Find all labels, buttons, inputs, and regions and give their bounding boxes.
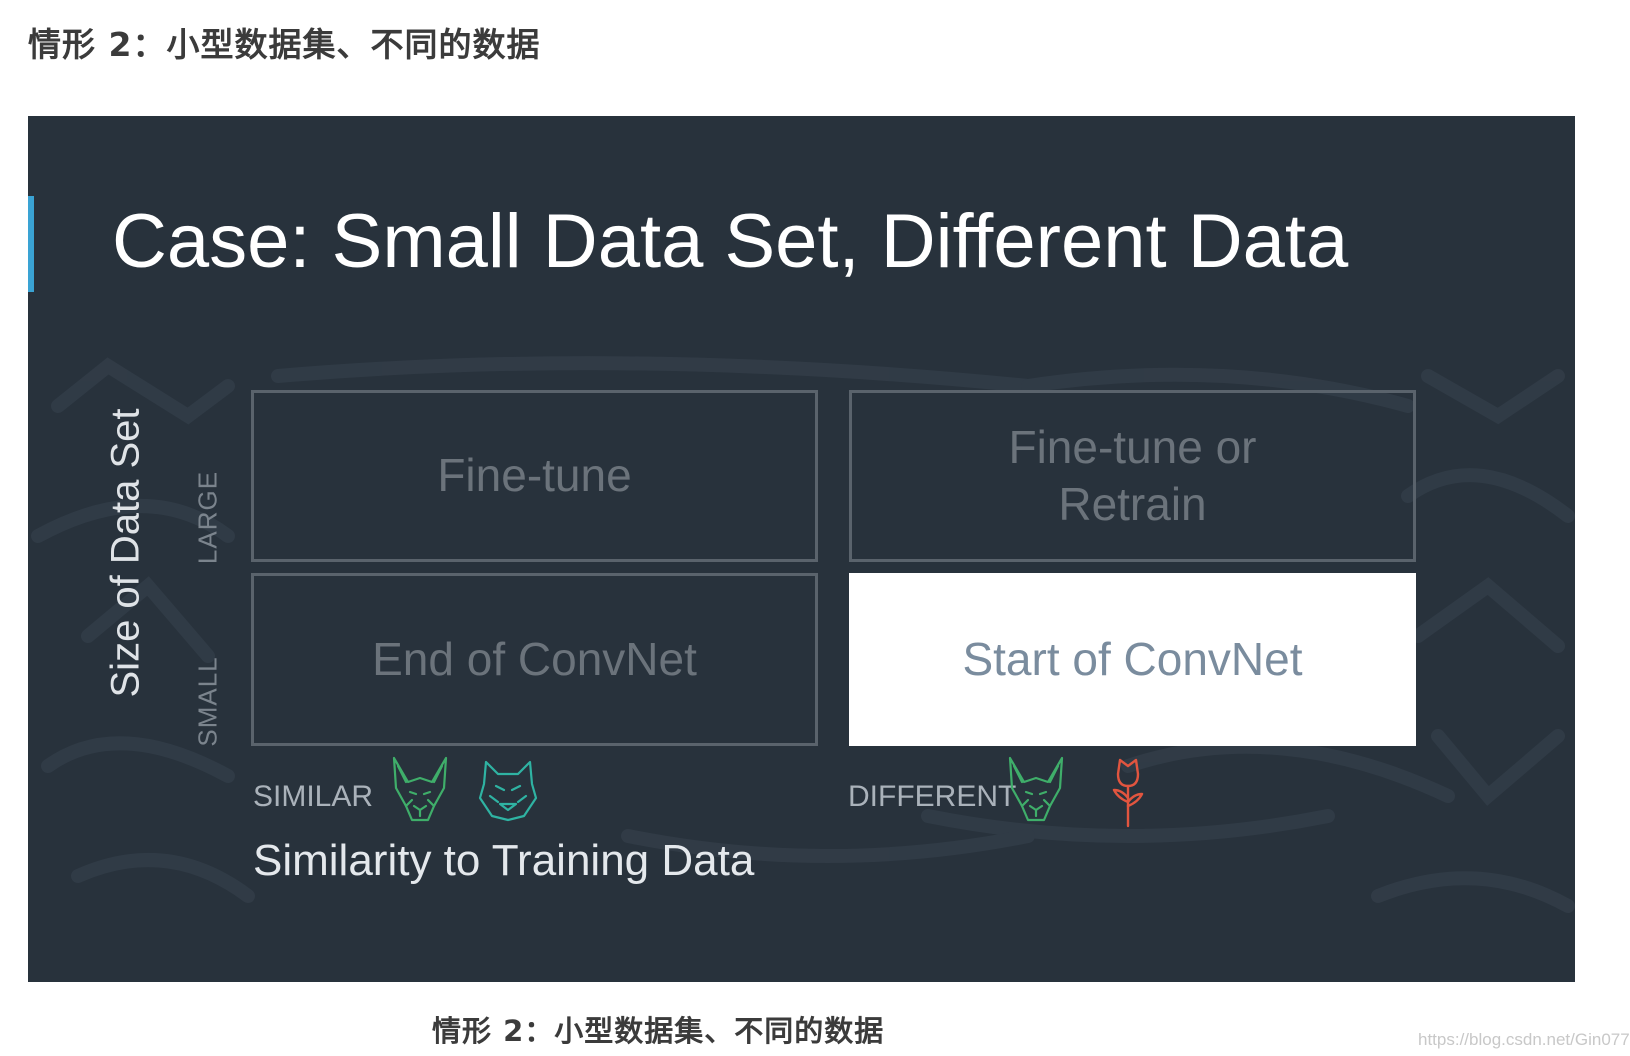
cell-large-different: Fine-tune or Retrain bbox=[849, 390, 1416, 562]
figure-caption: 情形 2：小型数据集、不同的数据 bbox=[432, 1014, 885, 1048]
page-heading: 情形 2：小型数据集、不同的数据 bbox=[28, 25, 541, 64]
y-tick-large: LARGE bbox=[192, 470, 223, 565]
watermark: https://blog.csdn.net/Gin077 bbox=[1418, 1030, 1630, 1049]
cell-small-different: Start of ConvNet bbox=[849, 573, 1416, 746]
background-decoration bbox=[31, 356, 1575, 913]
cell-large-different-line2: Retrain bbox=[1058, 478, 1207, 530]
dog-icon bbox=[392, 756, 448, 822]
x-tick-different: DIFFERENT bbox=[848, 780, 1017, 813]
cell-small-different-label: Start of ConvNet bbox=[962, 632, 1303, 685]
cell-large-different-label: Fine-tune or Retrain bbox=[1008, 419, 1256, 534]
x-tick-similar: SIMILAR bbox=[253, 780, 374, 813]
rose-icon bbox=[1112, 758, 1144, 828]
x-axis-title: Similarity to Training Data bbox=[253, 836, 755, 885]
y-tick-small: SMALL bbox=[192, 656, 223, 747]
cell-large-similar-label: Fine-tune bbox=[437, 449, 632, 502]
dog-icon bbox=[1008, 756, 1064, 822]
title-accent-bar bbox=[28, 196, 34, 292]
cell-small-similar-label: End of ConvNet bbox=[372, 632, 697, 685]
cell-large-similar: Fine-tune bbox=[251, 390, 818, 562]
wolf-icon bbox=[478, 760, 538, 822]
slide: Case: Small Data Set, Different Data Siz… bbox=[28, 116, 1575, 982]
cell-large-different-line1: Fine-tune or bbox=[1008, 420, 1257, 473]
slide-title: Case: Small Data Set, Different Data bbox=[112, 199, 1349, 284]
y-axis-title: Size of Data Set bbox=[103, 408, 148, 698]
cell-small-similar: End of ConvNet bbox=[251, 573, 818, 746]
